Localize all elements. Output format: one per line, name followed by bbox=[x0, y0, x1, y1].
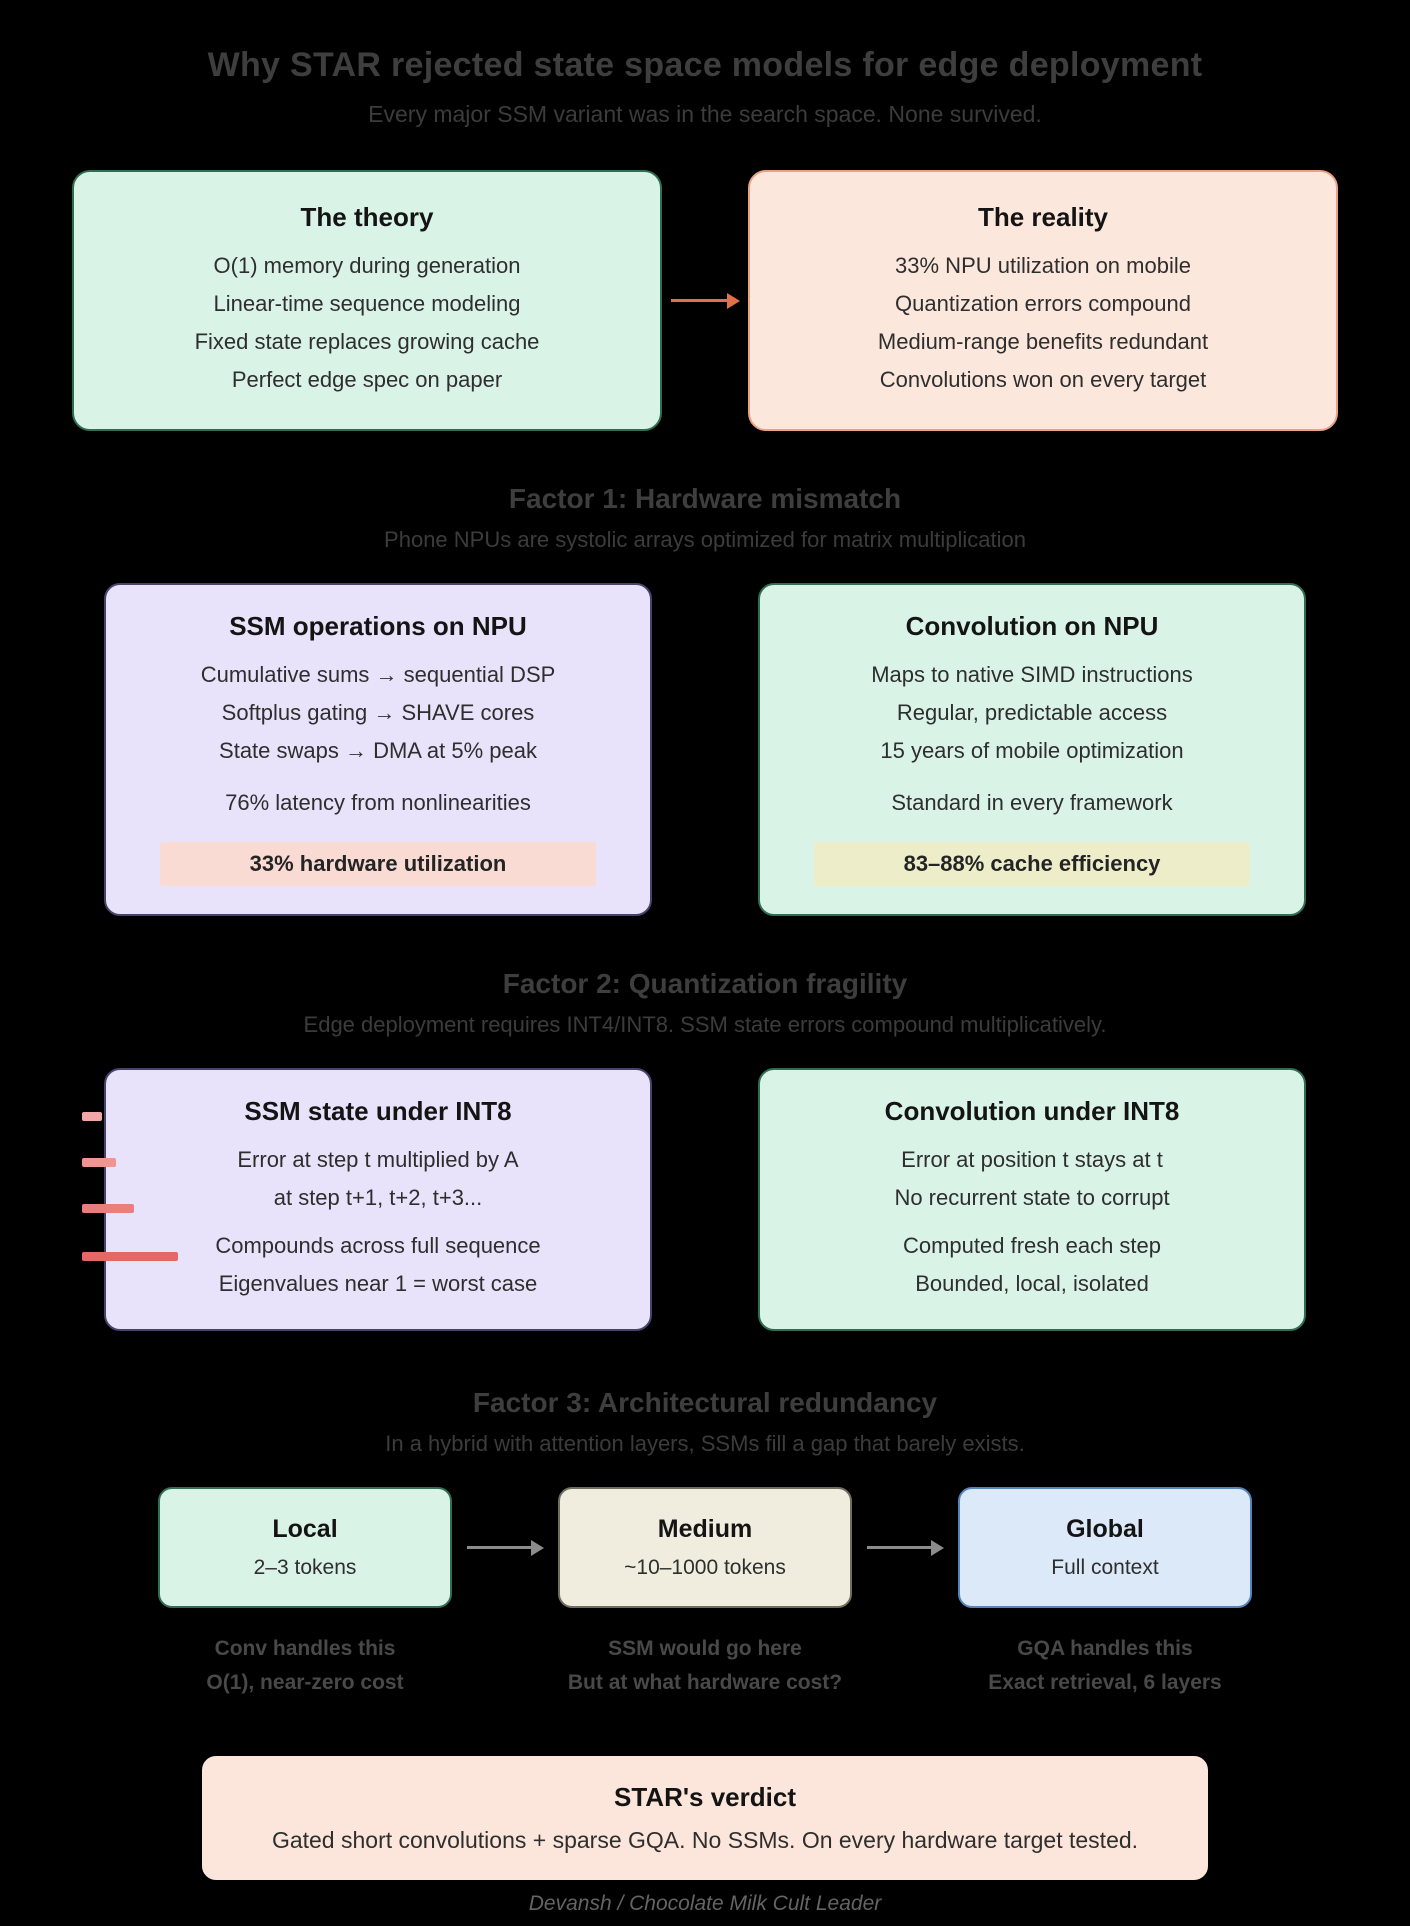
factor3-heading: Factor 3: Architectural redundancy bbox=[472, 1387, 938, 1418]
conv-int8-card-title: Convolution under INT8 bbox=[884, 1096, 1180, 1126]
local-range-title: Local bbox=[272, 1515, 338, 1543]
ssm-int8-line: Eigenvalues near 1 = worst case bbox=[218, 1271, 538, 1296]
conv-npu-card-title: Convolution on NPU bbox=[905, 611, 1159, 641]
factor1-subheading: Phone NPUs are systolic arrays optimized… bbox=[384, 527, 1026, 552]
footer-credit: Devansh / Chocolate Milk Cult Leader bbox=[528, 1892, 882, 1915]
page-subtitle: Every major SSM variant was in the searc… bbox=[368, 101, 1042, 127]
infographic-page: Why STAR rejected state space models for… bbox=[0, 46, 1410, 1915]
theory-to-reality-arrow-slot bbox=[662, 170, 748, 431]
theory-reality-row: The theory O(1) memory during generation… bbox=[0, 170, 1410, 431]
local-caption-line: O(1), near-zero cost bbox=[206, 1671, 404, 1694]
verdict-text: Gated short convolutions + sparse GQA. N… bbox=[271, 1827, 1139, 1853]
conv-cache-highlight: 83–88% cache efficiency bbox=[813, 842, 1251, 886]
factor3-section: Factor 3: Architectural redundancy In a … bbox=[0, 1387, 1410, 1700]
theory-line: O(1) memory during generation bbox=[213, 253, 521, 278]
global-range-title: Global bbox=[1066, 1515, 1144, 1543]
reality-line: 33% NPU utilization on mobile bbox=[895, 253, 1191, 278]
conv-int8-line: Error at position t stays at t bbox=[901, 1147, 1163, 1172]
factor2-row: SSM state under INT8 Error at step t mul… bbox=[0, 1068, 1410, 1331]
factor2-gap bbox=[652, 1068, 758, 1331]
ssm-npu-line: Cumulative sums → sequential DSP bbox=[200, 662, 556, 687]
page-title: Why STAR rejected state space models for… bbox=[207, 46, 1203, 84]
arrow-head bbox=[930, 1539, 944, 1556]
theory-line: Perfect edge spec on paper bbox=[231, 367, 503, 392]
error-growth-bar-icon bbox=[82, 1204, 134, 1213]
factor1-section: Factor 1: Hardware mismatch Phone NPUs a… bbox=[0, 483, 1410, 916]
theory-line: Fixed state replaces growing cache bbox=[194, 329, 540, 354]
conv-npu-line: Regular, predictable access bbox=[896, 700, 1168, 725]
reality-line: Quantization errors compound bbox=[895, 291, 1191, 316]
reality-line: Convolutions won on every target bbox=[879, 367, 1207, 392]
conv-npu-line: Maps to native SIMD instructions bbox=[871, 662, 1193, 687]
reality-card: The reality 33% NPU utilization on mobil… bbox=[748, 170, 1338, 431]
verdict-title: STAR's verdict bbox=[614, 1782, 796, 1812]
global-caption-line: Exact retrieval, 6 layers bbox=[988, 1671, 1222, 1694]
medium-caption-line: SSM would go here bbox=[608, 1637, 802, 1660]
conv-int8-line: No recurrent state to corrupt bbox=[894, 1185, 1170, 1210]
error-growth-bar-icon bbox=[82, 1158, 116, 1167]
medium-caption-line: But at what hardware cost? bbox=[567, 1671, 843, 1694]
conv-npu-card: Convolution on NPU Maps to native SIMD i… bbox=[758, 583, 1306, 916]
ssm-int8-line: at step t+1, t+2, t+3... bbox=[273, 1185, 483, 1210]
global-range-line: Full context bbox=[1051, 1556, 1159, 1579]
caption-spacer bbox=[852, 1632, 958, 1700]
arrow-head bbox=[530, 1539, 544, 1556]
conv-int8-line: Computed fresh each step bbox=[902, 1233, 1162, 1258]
local-range-card: Local 2–3 tokens bbox=[158, 1487, 452, 1608]
conv-int8-card: Convolution under INT8 Error at position… bbox=[758, 1068, 1306, 1331]
arrow-head bbox=[726, 292, 740, 309]
ssm-npu-card-title: SSM operations on NPU bbox=[229, 611, 527, 641]
caption-spacer bbox=[452, 1632, 558, 1700]
conv-npu-line: 15 years of mobile optimization bbox=[880, 738, 1184, 763]
reality-line: Medium-range benefits redundant bbox=[877, 329, 1209, 354]
factor1-gap bbox=[652, 583, 758, 916]
factor1-row: SSM operations on NPU Cumulative sums → … bbox=[0, 583, 1410, 916]
theory-card: The theory O(1) memory during generation… bbox=[72, 170, 662, 431]
conv-int8-line: Bounded, local, isolated bbox=[915, 1271, 1149, 1296]
factor2-heading: Factor 2: Quantization fragility bbox=[502, 968, 908, 999]
arrow-right-icon bbox=[466, 1539, 544, 1556]
global-caption-line: GQA handles this bbox=[1017, 1637, 1193, 1660]
ssm-int8-line: Error at step t multiplied by A bbox=[237, 1147, 519, 1172]
ssm-int8-line: Compounds across full sequence bbox=[215, 1233, 541, 1258]
ssm-utilization-highlight: 33% hardware utilization bbox=[159, 842, 597, 886]
arrow-shaft bbox=[866, 1546, 931, 1549]
local-caption-line: Conv handles this bbox=[214, 1637, 396, 1660]
global-range-card: Global Full context bbox=[958, 1487, 1252, 1608]
medium-range-card: Medium ~10–1000 tokens bbox=[558, 1487, 852, 1608]
ssm-int8-card: SSM state under INT8 Error at step t mul… bbox=[82, 1068, 652, 1331]
ssm-npu-card: SSM operations on NPU Cumulative sums → … bbox=[104, 583, 652, 916]
factor1-heading: Factor 1: Hardware mismatch bbox=[508, 483, 902, 514]
medium-range-title: Medium bbox=[657, 1515, 753, 1543]
error-growth-bar-icon bbox=[82, 1112, 102, 1121]
local-caption: Conv handles this O(1), near-zero cost bbox=[158, 1632, 452, 1700]
factor2-section: Factor 2: Quantization fragility Edge de… bbox=[0, 968, 1410, 1331]
error-growth-bar-icon bbox=[82, 1252, 178, 1261]
global-caption: GQA handles this Exact retrieval, 6 laye… bbox=[958, 1632, 1252, 1700]
medium-to-global-arrow-slot bbox=[852, 1487, 958, 1608]
arrow-shaft bbox=[670, 299, 727, 302]
factor3-subheading: In a hybrid with attention layers, SSMs … bbox=[385, 1431, 1025, 1456]
verdict-card: STAR's verdict Gated short convolutions … bbox=[200, 1754, 1210, 1882]
range-caption-row: Conv handles this O(1), near-zero cost S… bbox=[0, 1632, 1410, 1700]
ssm-npu-line: State swaps → DMA at 5% peak bbox=[219, 738, 537, 763]
factor2-subheading: Edge deployment requires INT4/INT8. SSM … bbox=[303, 1012, 1107, 1037]
range-row: Local 2–3 tokens Medium ~10–1000 tokens bbox=[0, 1487, 1410, 1608]
arrow-right-icon bbox=[670, 292, 740, 309]
ssm-npu-line: Softplus gating → SHAVE cores bbox=[221, 700, 535, 725]
ssm-int8-card-title: SSM state under INT8 bbox=[244, 1096, 512, 1126]
conv-npu-note: Standard in every framework bbox=[891, 790, 1173, 815]
theory-line: Linear-time sequence modeling bbox=[213, 291, 521, 316]
local-to-medium-arrow-slot bbox=[452, 1487, 558, 1608]
reality-card-title: The reality bbox=[977, 202, 1109, 232]
arrow-shaft bbox=[466, 1546, 531, 1549]
ssm-npu-note: 76% latency from nonlinearities bbox=[225, 790, 531, 815]
theory-card-title: The theory bbox=[300, 202, 434, 232]
medium-caption: SSM would go here But at what hardware c… bbox=[558, 1632, 852, 1700]
medium-range-line: ~10–1000 tokens bbox=[624, 1556, 786, 1579]
local-range-line: 2–3 tokens bbox=[253, 1556, 357, 1579]
arrow-right-icon bbox=[866, 1539, 944, 1556]
